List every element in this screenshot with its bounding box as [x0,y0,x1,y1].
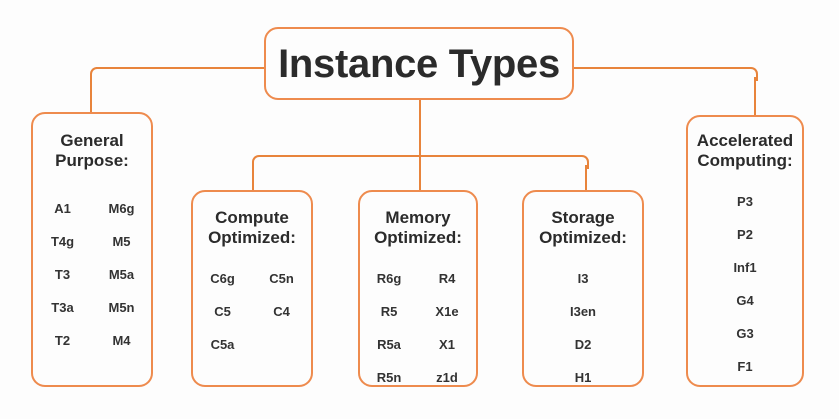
list-item: R6g R4 [360,262,476,295]
list-item: C5 C4 [193,295,311,328]
instance-type: I3 [577,271,589,286]
instance-type: R5 [380,304,398,319]
list-item: G4 [688,284,802,317]
node-compute-optimized-heading: Compute Optimized: [208,208,296,247]
list-item: R5n z1d [360,361,476,394]
instance-type: P2 [737,227,753,242]
list-item: T2 M4 [33,324,151,357]
instance-type: C5a [210,337,235,352]
connector-bus-to-storage [585,165,587,191]
node-storage-optimized-heading: Storage Optimized: [539,208,627,247]
connector-root-to-accelerated-vertical [754,77,756,117]
instance-type: R5a [377,337,401,352]
list-item: G3 [688,317,802,350]
instance-type: F1 [737,359,753,374]
node-compute-optimized-items: C6g C5n C5 C4 C5a [193,262,311,361]
instance-type: I3en [569,304,596,319]
node-general-purpose-items: A1 M6g T4g M5 T3 M5a T3a M5n T2 M4 [33,192,151,357]
node-memory-optimized-items: R6g R4 R5 X1e R5a X1 R5n z1d [360,262,476,394]
node-accelerated-computing-items: P3 P2 Inf1 G4 G3 F1 [688,185,802,383]
list-item: T3 M5a [33,258,151,291]
connector-general-purpose-stub [90,100,92,114]
list-item: A1 M6g [33,192,151,225]
connector-root-to-general-purpose-vertical [90,77,92,115]
list-item: I3en [524,295,642,328]
connector-bus-to-compute [252,165,254,191]
list-item: D2 [524,328,642,361]
instance-type: M5n [108,300,135,315]
instance-type: R4 [438,271,456,286]
node-storage-optimized-items: I3 I3en D2 H1 [524,262,642,394]
node-memory-optimized-heading: Memory Optimized: [374,208,462,247]
node-general-purpose-heading: General Purpose: [55,131,129,170]
instance-type: z1d [436,370,458,385]
list-item: C5a [193,328,311,361]
instance-type: M5a [108,267,135,282]
connector-corner-accelerated [744,67,758,81]
root-node-instance-types[interactable]: Instance Types [264,27,574,100]
instance-type: C5 [214,304,231,319]
instance-type: T4g [50,234,75,249]
list-item: T4g M5 [33,225,151,258]
instance-type: G3 [736,326,754,341]
connector-corner-general-purpose [90,67,104,81]
node-storage-optimized[interactable]: Storage Optimized: I3 I3en D2 H1 [522,190,644,387]
node-general-purpose[interactable]: General Purpose: A1 M6g T4g M5 T3 M5a T3… [31,112,153,387]
connector-root-to-general-purpose-horizontal [96,67,266,69]
instance-type: M5 [112,234,131,249]
list-item: Inf1 [688,251,802,284]
instance-type: Inf1 [733,260,757,275]
node-memory-optimized[interactable]: Memory Optimized: R6g R4 R5 X1e R5a X1 R… [358,190,478,387]
connector-bus-to-memory [419,155,421,191]
connector-corner-storage [575,155,589,169]
instance-type: C6g [210,271,235,286]
instance-type: M6g [108,201,135,216]
list-item: H1 [524,361,642,394]
instance-type: A1 [54,201,71,216]
list-item: F1 [688,350,802,383]
node-accelerated-computing[interactable]: Accelerated Computing: P3 P2 Inf1 G4 G3 … [686,115,804,387]
list-item: P2 [688,218,802,251]
node-compute-optimized[interactable]: Compute Optimized: C6g C5n C5 C4 C5a [191,190,313,387]
root-node-label: Instance Types [278,41,560,86]
instance-type: H1 [574,370,592,385]
list-item: R5a X1 [360,328,476,361]
instance-type: X1 [439,337,455,352]
list-item: P3 [688,185,802,218]
instance-type: M4 [112,333,131,348]
instance-type: R6g [376,271,402,286]
instance-type: T3 [54,267,71,282]
list-item: T3a M5n [33,291,151,324]
connector-corner-compute [252,155,266,169]
instance-type: C5n [269,271,294,286]
instance-type: C4 [273,304,290,319]
connector-root-trunk [419,100,421,156]
list-item: I3 [524,262,642,295]
connector-root-to-accelerated-horizontal [574,67,746,69]
node-accelerated-computing-heading: Accelerated Computing: [696,131,794,170]
instance-type: D2 [574,337,592,352]
instance-type: X1e [435,304,459,319]
list-item: C6g C5n [193,262,311,295]
instance-type: R5n [376,370,402,385]
instance-type: T3a [51,300,74,315]
instance-type: P3 [737,194,753,209]
list-item: R5 X1e [360,295,476,328]
instance-type: T2 [54,333,71,348]
instance-type: G4 [736,293,754,308]
